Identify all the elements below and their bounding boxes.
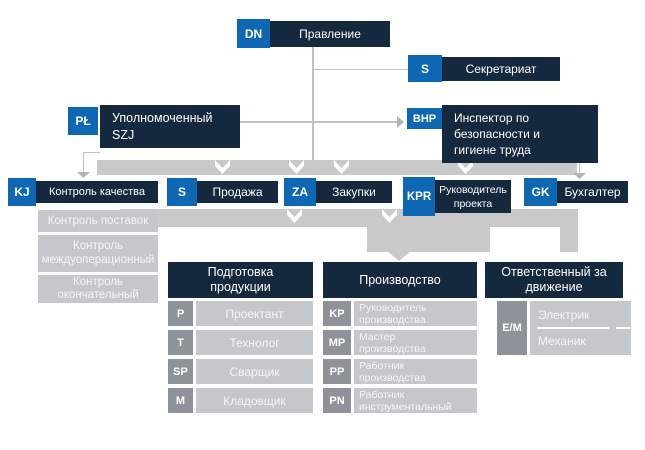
role-label: Сварщик [229, 364, 280, 379]
org-box-project-manager: Руководитель проекта [435, 180, 511, 213]
code-box-gk: GK [524, 178, 557, 206]
org-box-sales: Продажа [197, 181, 278, 203]
arrowhead-bhp-icon [397, 116, 404, 128]
org-box-board: Правление [270, 21, 390, 47]
connector-block-production [367, 227, 490, 252]
org-box-purchasing: Закупки [316, 181, 392, 203]
code-box-za: ZA [284, 178, 316, 206]
movement-title: Ответственный за движение [501, 265, 607, 294]
org-box-accountant: Бухгалтер [557, 181, 628, 203]
role-label-electrician: Электрик [538, 308, 590, 322]
role-label: Руководитель производства [359, 301, 427, 326]
szj-line2: SZJ [112, 127, 135, 142]
role-box-designer: Проектант [196, 301, 313, 326]
role-box-welder: Сварщик [196, 359, 313, 384]
line-szj-bhp [240, 121, 397, 123]
role-label: Мастер производства [359, 330, 426, 355]
code-box-pl: PŁ [68, 107, 98, 135]
role-box-production-manager: Руководитель производства [354, 301, 477, 326]
code-box-bhp: BHP [407, 108, 442, 129]
kj-sub-box: Контроль поставок [38, 210, 158, 232]
role-label: Работник инструментальный [359, 388, 452, 413]
connector-band-row3 [120, 209, 578, 227]
code-box-pn: PN [323, 388, 351, 413]
code-box-em: E/M [497, 301, 527, 355]
role-label-mechanic: Механик [538, 334, 586, 348]
role-box-storekeeper: Кладовщик [196, 388, 313, 413]
role-box-tool-worker: Работник инструментальный [354, 388, 477, 413]
role-box-technologist: Технолог [196, 330, 313, 355]
line-board-secretariat [312, 68, 408, 70]
preparation-title: Подготовка продукции [207, 265, 274, 294]
code-box-s2: S [167, 178, 197, 206]
code-box-kj: KJ [8, 178, 36, 206]
code-box-s: S [408, 55, 442, 82]
org-box-szj: Уполномоченный SZJ [100, 105, 240, 148]
line-szj-elbow-v [82, 151, 84, 173]
kj-sub-box: Контроль междуоперационный [38, 235, 158, 272]
role-box-production-master: Мастер производства [354, 330, 477, 355]
production-title: Производство [359, 273, 441, 287]
project-manager-line1: Руководитель [439, 183, 507, 196]
code-box-kpr: KPR [403, 177, 435, 216]
code-box-m: M [168, 388, 193, 413]
group-header-movement: Ответственный за движение [485, 262, 623, 298]
bhp-line1: Инспектор по [454, 111, 530, 125]
group-header-production: Производство [323, 262, 477, 298]
board-label: Правление [299, 27, 361, 41]
code-box-p: P [168, 301, 193, 326]
code-box-t: T [168, 330, 193, 355]
connector-drop-movement [560, 227, 578, 252]
group-header-preparation: Подготовка продукции [168, 262, 313, 298]
sales-label: Продажа [212, 185, 263, 199]
role-box-production-worker: Работник производства [354, 359, 477, 384]
project-manager-line2: проекта [453, 197, 493, 210]
role-label: Кладовщик [223, 393, 286, 408]
code-box-pp: PP [323, 359, 351, 384]
purchasing-label: Закупки [332, 185, 376, 199]
org-box-quality-control: Контроль качества [36, 181, 158, 203]
bhp-line3: гигиене труда [454, 143, 531, 157]
em-separator-dash [616, 327, 631, 329]
org-box-secretariat: Секретариат [442, 57, 560, 81]
szj-line1: Уполномоченный [112, 110, 213, 125]
bhp-line2: безопасности и [454, 127, 540, 141]
accountant-label: Бухгалтер [564, 185, 621, 199]
quality-control-label: Контроль качества [49, 186, 145, 198]
em-separator [537, 327, 609, 329]
line-szj-elbow-h [83, 151, 100, 153]
kj-sub-label: Контроль окончательный [57, 275, 139, 302]
role-label: Работник производства [359, 359, 426, 384]
kj-sub-box: Контроль окончательный [38, 275, 158, 303]
line-board-down [312, 47, 314, 160]
code-box-dn: DN [237, 19, 270, 48]
arrowhead-gk-icon [573, 173, 586, 179]
role-label: Технолог [229, 335, 280, 350]
secretariat-label: Секретариат [465, 62, 537, 76]
kj-sub-label: Контроль поставок [47, 215, 149, 227]
code-box-sp: SP [168, 359, 193, 384]
arrow-down-production-icon [387, 251, 411, 261]
org-box-bhp: Инспектор по безопасности и гигиене труд… [442, 105, 598, 163]
role-label: Проектант [225, 306, 284, 321]
line-bhp-gk [578, 163, 580, 174]
code-box-mp: MP [323, 330, 351, 355]
arrowhead-kj-icon [77, 172, 90, 178]
kj-sub-label: Контроль междуоперационный [41, 240, 155, 266]
code-box-kp: KP [323, 301, 351, 326]
